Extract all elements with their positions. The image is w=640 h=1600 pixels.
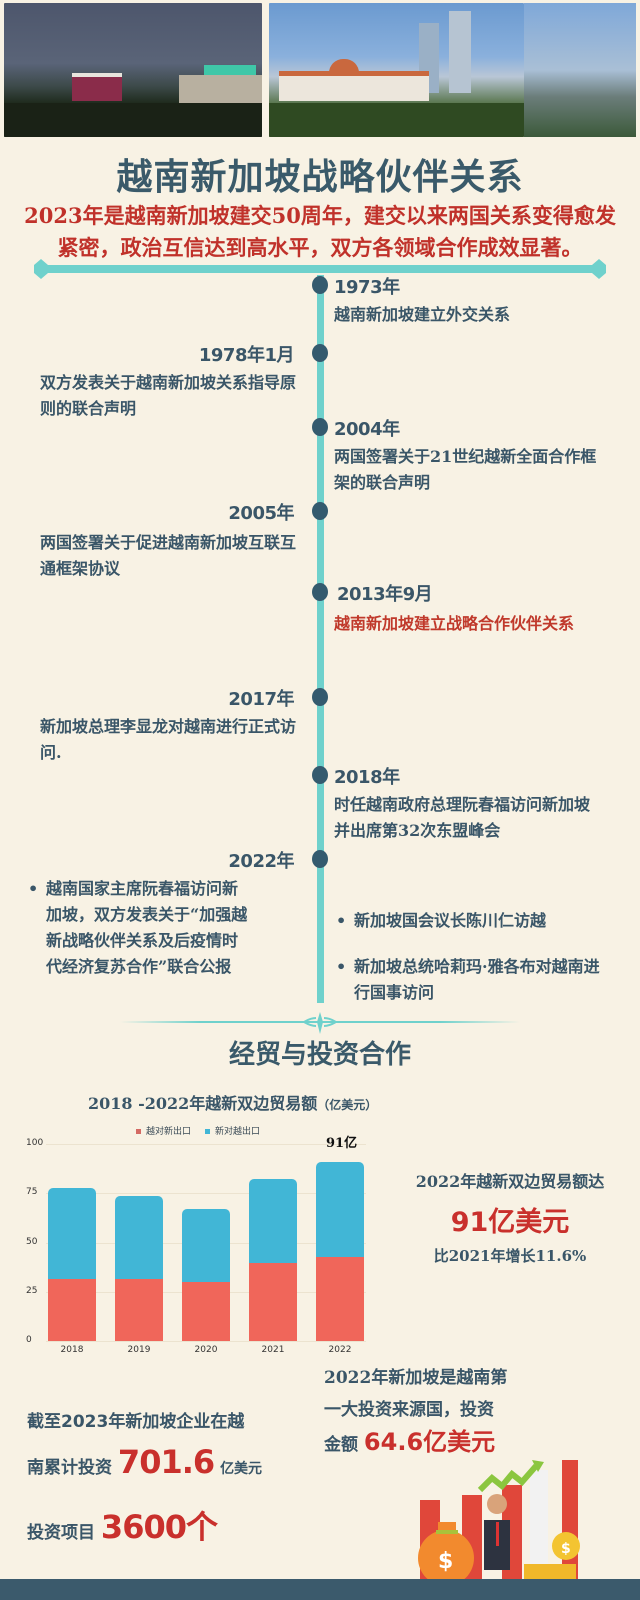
bar-2019: [115, 1196, 163, 1341]
section-title: 经贸与投资合作: [228, 1040, 411, 1070]
timeline-event: 双方发表关于越南新加坡关系指导原则的联合声明: [40, 373, 297, 418]
y-axis-tick: 75: [26, 1187, 38, 1198]
header-photos: [4, 3, 636, 139]
bar-segment-sg-export: [316, 1161, 364, 1257]
bar-2020: [182, 1209, 230, 1341]
bar-segment-sg-export: [48, 1188, 96, 1279]
timeline-event: 越南新加坡建立外交关系: [334, 305, 511, 324]
chart-title: 2018 -2022年越新双边贸易额（亿美元）: [88, 1090, 377, 1114]
banner-end-right: [592, 259, 606, 279]
teal-banner-divider: [40, 265, 600, 273]
x-axis-tick: 2021: [261, 1345, 285, 1355]
investment-line2: 南累计投资 701.6 亿美元: [27, 1443, 263, 1481]
bar-segment-vn-export: [48, 1278, 96, 1341]
gridline: [46, 1341, 366, 1342]
chart-title-text: 2018 -2022年越新双边贸易额: [88, 1094, 318, 1113]
timeline-year: 1973年: [334, 277, 400, 298]
investment-2022-amount: 64.6亿美元: [363, 1428, 496, 1456]
investment-2022-line2: 一大投资来源国，投资: [324, 1400, 494, 1420]
chart-legend: 越对新出口 新对越出口: [136, 1124, 260, 1137]
trade-summary-value: 91亿美元: [450, 1207, 570, 1238]
vietnam-national-assembly-photo: [4, 3, 262, 137]
bullet-item: 越南国家主席阮春福访问新加坡，双方发表关于“加强越新战略伙伴关系及后疫情时代经济…: [26, 876, 252, 980]
bullet-item: 新加坡国会议长陈川仁访越: [334, 908, 604, 934]
timeline-dot: [312, 850, 328, 868]
bullet-item: 新加坡总统哈莉玛·雅各布对越南进行国事访问: [334, 954, 604, 1006]
legend-item: 越对新出口: [136, 1124, 191, 1137]
gridline: [46, 1144, 366, 1145]
x-axis-tick: 2019: [127, 1345, 151, 1355]
timeline-year: 2017年: [228, 689, 294, 710]
timeline-event: 新加坡总理李显龙对越南进行正式访问.: [40, 717, 297, 762]
timeline-dot: [312, 418, 328, 436]
y-axis-tick: 50: [26, 1236, 38, 1247]
singapore-skyline-photo: [524, 3, 636, 137]
trade-summary-line1: 2022年越新双边贸易额达: [415, 1172, 605, 1191]
timeline-year: 2013年9月: [337, 584, 433, 605]
timeline-dot: [312, 276, 328, 294]
timeline-year: 2005年: [228, 503, 294, 524]
timeline-event: 两国签署关于21世纪越新全面合作框架的联合声明: [334, 447, 597, 492]
bar-2018: [48, 1188, 96, 1341]
legend-swatch-red: [136, 1129, 141, 1134]
investment-amount: 701.6: [117, 1443, 215, 1481]
footer-bar: [0, 1579, 640, 1600]
bar-segment-sg-export: [249, 1178, 297, 1264]
timeline-year: 1978年1月: [198, 345, 295, 366]
y-axis-tick: 100: [26, 1138, 44, 1148]
bar-2022: [316, 1161, 364, 1341]
singapore-parliament-photo: [269, 3, 524, 137]
svg-text:$: $: [561, 1541, 571, 1557]
projects-value: 3600个: [100, 1508, 218, 1546]
timeline-event: 两国签署关于促进越南新加坡互联互通框架协议: [40, 533, 297, 578]
investment-2022: 2022年新加坡是越南第 一大投资来源国，投资 金额 64.6亿美元: [324, 1362, 634, 1461]
x-axis-tick: 2022: [328, 1345, 352, 1355]
timeline-2022-left-bullets: 越南国家主席阮春福访问新加坡，双方发表关于“加强越新战略伙伴关系及后疫情时代经济…: [26, 876, 252, 980]
trade-bar-chart: 0 25 50 75 100 2018 2019 2020 2021 2022 91亿: [20, 1136, 370, 1360]
timeline-dot: [312, 344, 328, 362]
x-axis-tick: 2020: [194, 1345, 218, 1355]
timeline-event-highlight: 越南新加坡建立战略合作伙伴关系: [334, 614, 575, 633]
page-title: 越南新加坡战略伙伴关系: [116, 157, 524, 198]
investment-2022-line1: 2022年新加坡是越南第: [324, 1368, 508, 1388]
timeline-dot: [312, 502, 328, 520]
bar-segment-vn-export: [316, 1256, 364, 1341]
timeline-year: 2022年: [228, 851, 294, 872]
x-axis-tick: 2018: [60, 1345, 84, 1355]
bar-segment-vn-export: [115, 1278, 163, 1341]
timeline-event: 时任越南政府总理阮春福访问新加坡并出席第32次东盟峰会: [334, 795, 591, 840]
trade-summary-growth: 比2021年增长11.6%: [433, 1247, 587, 1265]
gridline: [46, 1193, 366, 1195]
timeline-year: 2018年: [334, 767, 400, 788]
investment-cumulative: 截至2023年新加坡企业在越 南累计投资 701.6 亿美元 投资项目 3600…: [27, 1402, 262, 1553]
trade-summary: 2022年越新双边贸易额达 91亿美元 比2021年增长11.6%: [380, 1168, 640, 1266]
investment-line1: 截至2023年新加坡企业在越: [27, 1412, 245, 1432]
banner-end-left: [34, 259, 48, 279]
intro-text: 2023年是越南新加坡建交50周年，建交以来两国关系变得愈发紧密，政治互信达到高…: [24, 203, 616, 260]
investment-unit: 亿美元: [220, 1461, 263, 1477]
divider-ornament-icon: [304, 1012, 336, 1034]
timeline-spine: [317, 275, 324, 1003]
chart-unit: （亿美元）: [317, 1098, 378, 1112]
money-growth-illustration-icon: $ $: [412, 1460, 592, 1586]
projects-line: 投资项目 3600个: [27, 1508, 218, 1546]
legend-item: 新对越出口: [205, 1124, 260, 1137]
timeline-2022-right-bullets: 新加坡国会议长陈川仁访越 新加坡总统哈莉玛·雅各布对越南进行国事访问: [334, 908, 604, 1006]
y-axis-tick: 0: [26, 1335, 32, 1345]
bar-2021: [249, 1178, 297, 1341]
timeline-dot: [312, 766, 328, 784]
timeline-dot: [312, 688, 328, 706]
investment-2022-line3: 金额 64.6亿美元: [324, 1428, 496, 1456]
timeline-year: 2004年: [334, 419, 400, 440]
svg-text:$: $: [438, 1549, 453, 1574]
bar-annotation: 91亿: [326, 1136, 358, 1151]
bar-segment-sg-export: [182, 1209, 230, 1282]
bar-segment-vn-export: [182, 1281, 230, 1341]
timeline-dot: [312, 583, 328, 601]
y-axis-tick: 25: [26, 1285, 38, 1296]
bar-segment-vn-export: [249, 1263, 297, 1341]
bar-segment-sg-export: [115, 1196, 163, 1279]
legend-swatch-blue: [205, 1129, 211, 1134]
